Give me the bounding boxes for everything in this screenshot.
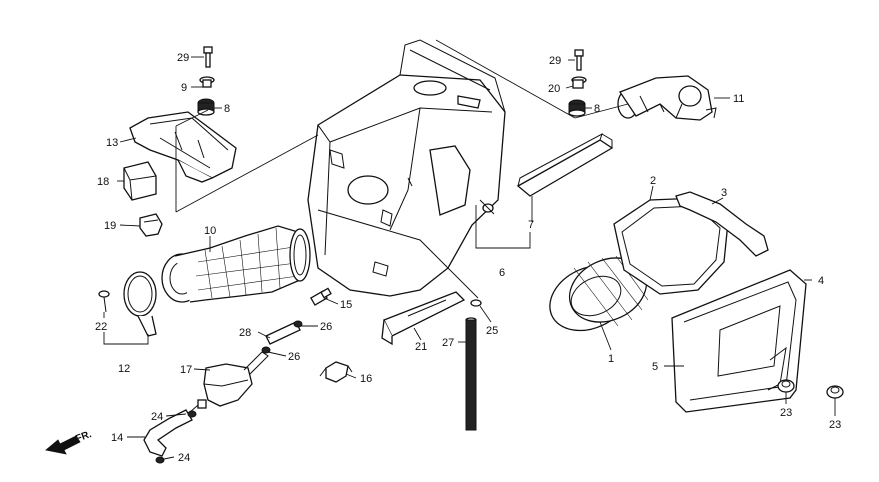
- callout-11: 11: [733, 93, 744, 105]
- part-22-screw: [98, 290, 110, 313]
- callout-4: 4: [818, 275, 824, 287]
- part-12-clamp: [123, 271, 157, 337]
- callout-21: 21: [415, 341, 427, 353]
- air-cleaner-case: [307, 39, 506, 297]
- callout-26-upper: 26: [320, 321, 332, 333]
- part-19-clip: [139, 213, 163, 237]
- part-4-cover: [671, 269, 807, 413]
- callout-9: 9: [181, 82, 187, 94]
- part-1-element: [549, 255, 649, 332]
- part-23-nut-a: [777, 379, 795, 393]
- callout-22: 22: [95, 321, 107, 333]
- callout-10: 10: [204, 225, 216, 237]
- part-17-drain-separator: [189, 351, 269, 413]
- callout-8-right: 8: [594, 103, 600, 115]
- callout-20: 20: [548, 83, 560, 95]
- callout-24-upper: 24: [151, 411, 163, 423]
- callout-14: 14: [111, 432, 123, 444]
- callout-27: 27: [442, 337, 454, 349]
- callout-17: 17: [180, 364, 192, 376]
- callout-24-lower: 24: [178, 452, 190, 464]
- part-25-clip: [470, 299, 482, 307]
- callout-8-left: 8: [224, 103, 230, 115]
- callout-18: 18: [97, 176, 109, 188]
- part-21-plate: [381, 291, 466, 346]
- front-arrow-label: FR.: [74, 429, 93, 445]
- part-16-clip: [319, 361, 353, 383]
- leader-lines: [103, 56, 836, 460]
- callout-29-right: 29: [549, 55, 561, 67]
- part-28-tube: [261, 320, 303, 354]
- callout-12: 12: [118, 363, 130, 375]
- bolt-stack-left: [197, 46, 215, 116]
- callout-25: 25: [486, 325, 498, 337]
- callout-29-left: 29: [177, 52, 189, 64]
- part-2-sponge: [613, 197, 729, 295]
- part-18-relay: [123, 161, 157, 201]
- callout-3: 3: [721, 187, 727, 199]
- callout-19: 19: [104, 220, 116, 232]
- assembly-lines: [103, 39, 629, 345]
- callout-13: 13: [106, 137, 118, 149]
- part-11-duct: [617, 75, 717, 121]
- bolt-stack-right: [568, 49, 587, 117]
- callout-26-lower: 26: [288, 351, 300, 363]
- front-direction-arrow: FR.: [45, 429, 93, 455]
- callout-labels: 29 9 8 13 18 19 10 29 20 8 11 2 3 4 5 1 …: [95, 52, 841, 464]
- part-10-intake-boot: [161, 225, 311, 303]
- callout-23-right: 23: [829, 419, 841, 431]
- part-15-fitting: [310, 287, 332, 306]
- callout-1: 1: [608, 353, 614, 365]
- part-13-bracket: [129, 111, 237, 183]
- callout-15: 15: [340, 299, 352, 311]
- part-23-nut-b: [826, 385, 844, 399]
- callout-23-left: 23: [780, 407, 792, 419]
- callout-5: 5: [652, 361, 658, 373]
- callout-28: 28: [239, 327, 251, 339]
- part-7-foam-strip: [516, 132, 614, 197]
- callout-7: 7: [528, 219, 534, 231]
- callout-6: 6: [499, 267, 505, 279]
- part-27-rod: [465, 317, 477, 431]
- callout-2: 2: [650, 175, 656, 187]
- part-14-drain-tube: [143, 409, 197, 464]
- callout-16: 16: [360, 373, 372, 385]
